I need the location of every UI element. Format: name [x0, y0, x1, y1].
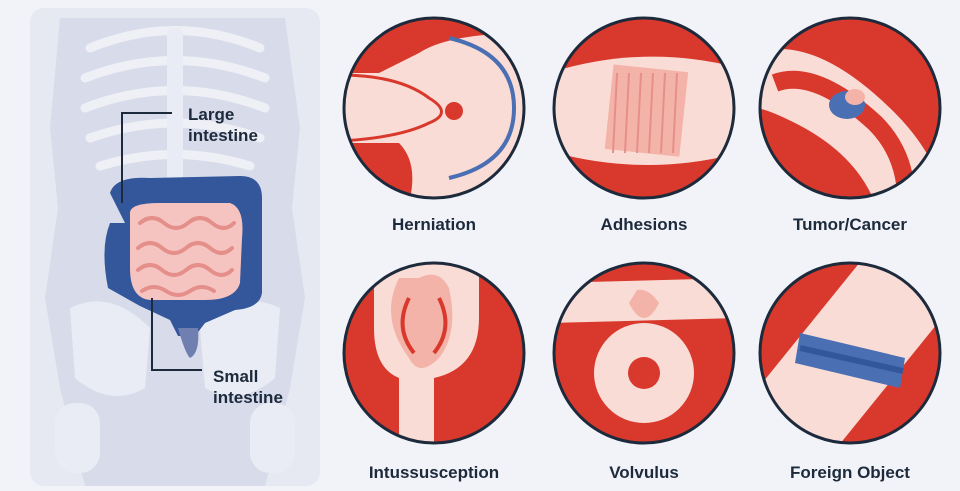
volvulus-icon [549, 258, 739, 448]
condition-label-intussusception: Intussusception [334, 463, 534, 483]
herniation-icon [339, 13, 529, 203]
condition-label-herniation: Herniation [334, 215, 534, 235]
large-intestine-label: Large intestine [188, 104, 258, 146]
intussusception-icon [339, 258, 529, 448]
anatomy-panel: Large intestine Small intestine [30, 8, 320, 486]
condition-label-tumor: Tumor/Cancer [750, 215, 950, 235]
foreign-object-icon [755, 258, 945, 448]
condition-label-adhesions: Adhesions [544, 215, 744, 235]
tumor-icon [755, 13, 945, 203]
small-intestine-label: Small intestine [213, 366, 283, 408]
adhesions-icon [549, 13, 739, 203]
condition-label-volvulus: Volvulus [544, 463, 744, 483]
small-intestine [130, 203, 243, 300]
condition-label-foreign-object: Foreign Object [750, 463, 950, 483]
torso-illustration [30, 8, 320, 486]
